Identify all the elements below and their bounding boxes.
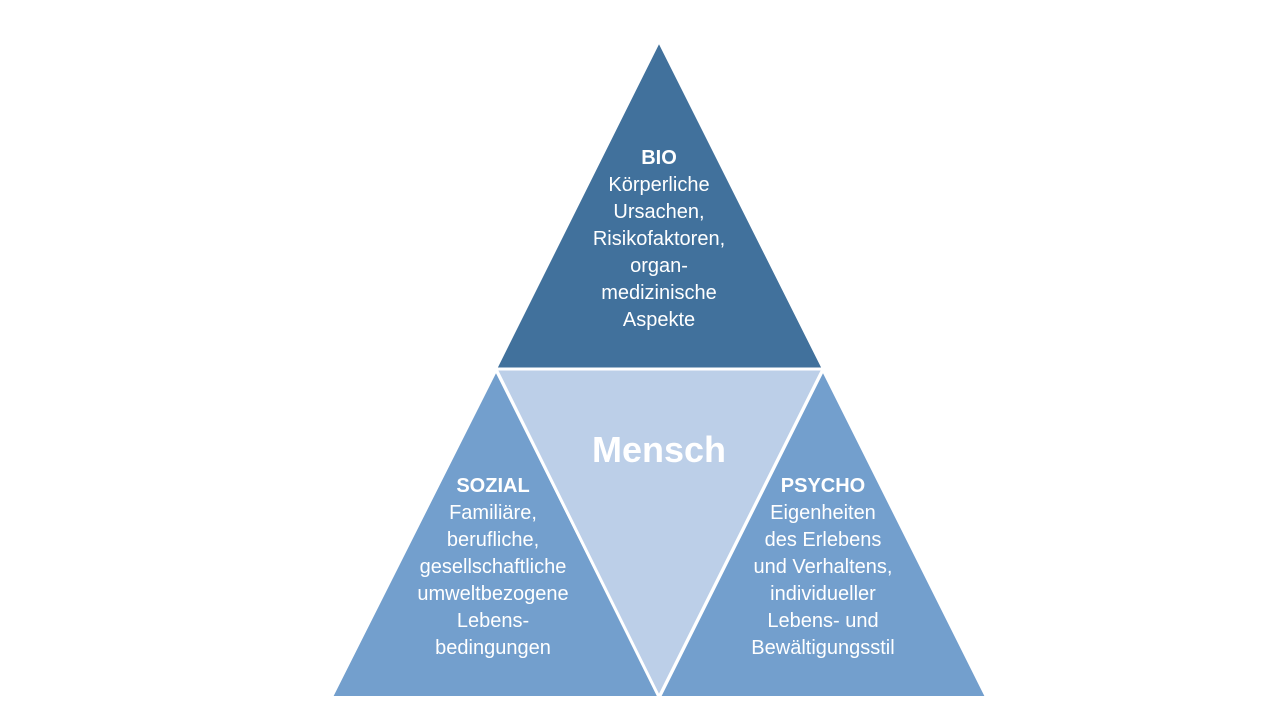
bio-line: medizinische <box>601 282 717 304</box>
bio-line: Risikofaktoren, <box>592 228 726 250</box>
sozial-line: Familiäre, <box>449 502 537 524</box>
center-title: Mensch <box>591 429 727 470</box>
psycho-text: PSYCHO Eigenheiten des Erlebens und Verh… <box>751 473 894 662</box>
center-triangle <box>493 367 826 701</box>
sozial-line: Lebens- <box>456 610 530 632</box>
bio-line: organ- <box>630 255 688 277</box>
sozial-line: berufliche, <box>446 529 540 551</box>
bio-title: BIO <box>641 147 677 169</box>
bio-line: Körperliche <box>608 174 710 196</box>
psycho-line: und Verhaltens, <box>753 556 893 578</box>
bio-line: Ursachen, <box>613 201 705 223</box>
sozial-line: umweltbezogene <box>417 583 569 605</box>
bio-line: Aspekte <box>622 309 696 331</box>
sozial-text: SOZIAL Familiäre, berufliche, gesellscha… <box>417 473 568 662</box>
psycho-line: Eigenheiten <box>770 502 876 524</box>
psycho-line: des Erlebens <box>764 529 882 551</box>
bio-text: BIO Körperliche Ursachen, Risikofaktoren… <box>593 145 725 334</box>
sozial-line: bedingungen <box>435 637 551 659</box>
psycho-line: Lebens- und <box>767 610 879 632</box>
sozial-title: SOZIAL <box>456 475 530 497</box>
sozial-line: gesellschaftliche <box>419 556 567 578</box>
psycho-line: individueller <box>770 583 876 605</box>
psycho-line: Bewältigungsstil <box>751 637 895 659</box>
psycho-title: PSYCHO <box>780 475 866 497</box>
